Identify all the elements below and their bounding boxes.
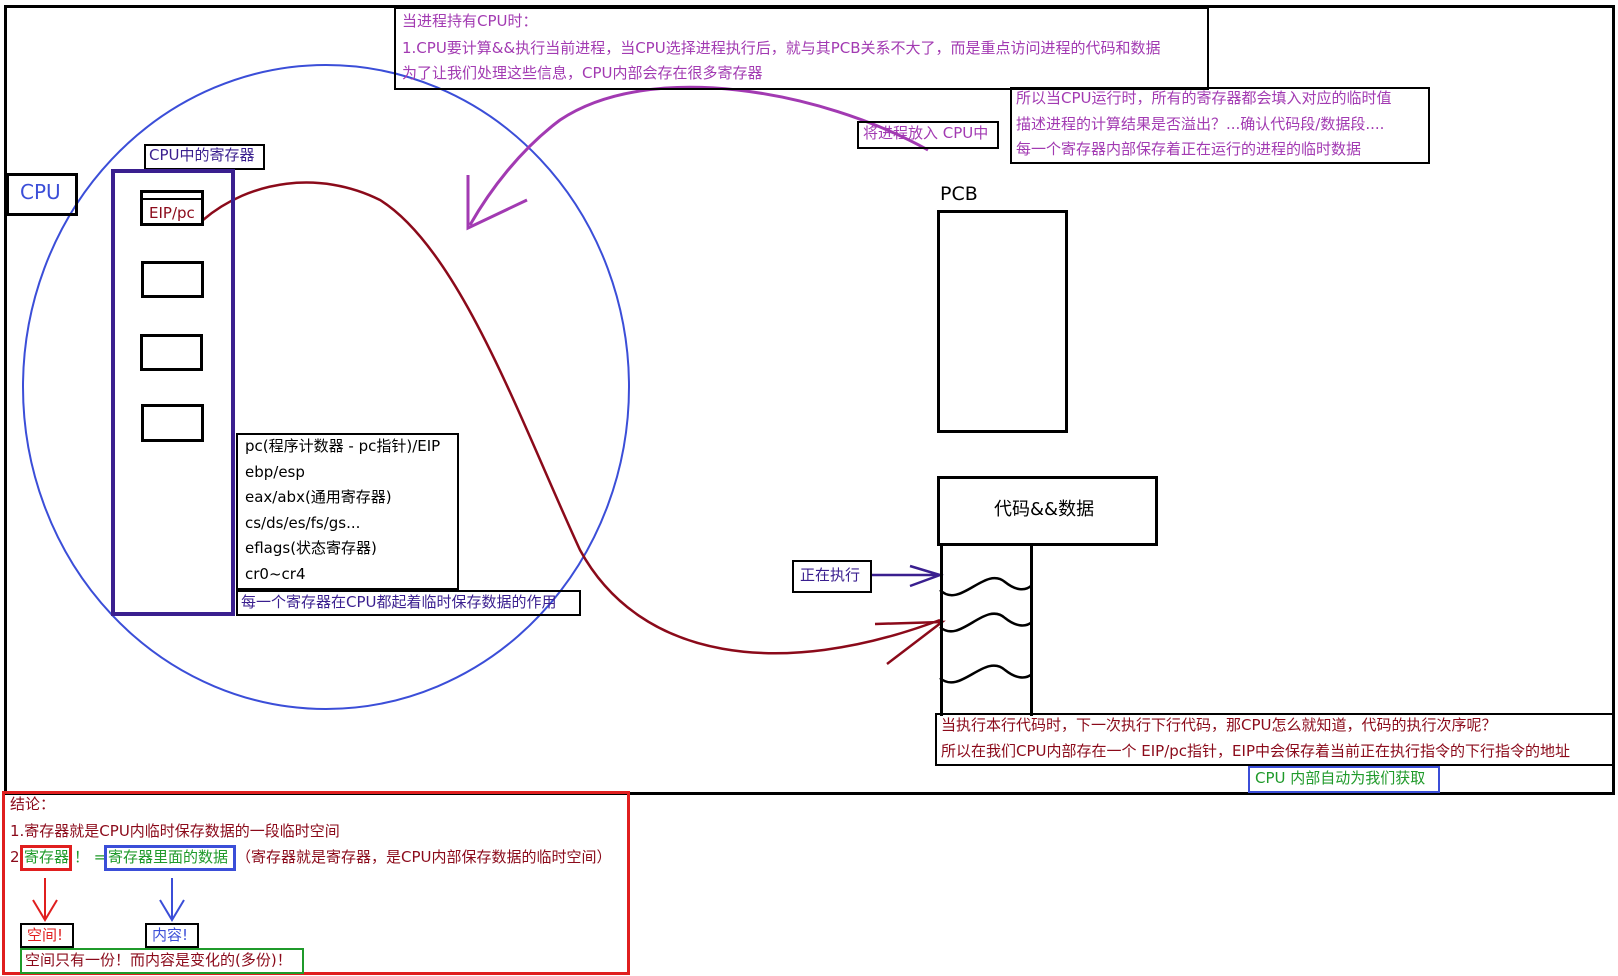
- auto-fetch-box: [1248, 766, 1440, 793]
- executing-label: 正在执行: [800, 566, 861, 584]
- cpu-registers-label: CPU中的寄存器: [149, 146, 255, 164]
- top-note-title: 当进程持有CPU时：: [402, 12, 538, 30]
- outer-frame: [4, 5, 1615, 795]
- cpu-label-box: [6, 173, 78, 216]
- space-label: 空间!: [27, 926, 64, 944]
- right-note-line2: 描述进程的计算结果是否溢出？...确认代码段/数据段....: [1016, 115, 1385, 133]
- eip-register-box: [140, 190, 204, 226]
- content-arrow: [159, 878, 185, 922]
- content-label-box: [145, 923, 199, 948]
- executing-arrow: [872, 564, 944, 588]
- code-data-label: 代码&&数据: [994, 499, 1095, 520]
- register-list-item-5: eflags(状态寄存器): [245, 539, 377, 557]
- register-list-item-1: pc(程序计数器 - pc指针)/EIP: [245, 437, 441, 455]
- register-list-item-6: cr0~cr4: [245, 565, 306, 583]
- code-line-2: [939, 612, 1033, 633]
- summary: 空间只有一份！而内容是变化的(多份)！: [25, 951, 292, 969]
- load-process-arrow: [468, 85, 929, 226]
- code-line-1: [939, 576, 1033, 597]
- space-label-box: [20, 923, 74, 948]
- right-note-box: [1010, 87, 1430, 164]
- code-column: [940, 546, 1033, 716]
- code-data-box: [937, 476, 1158, 546]
- put-label: 将进程放入 CPU中: [863, 124, 989, 142]
- eip-arrowhead: [874, 620, 946, 665]
- content-label: 内容!: [152, 926, 189, 944]
- conclusion-box: [2, 791, 630, 975]
- register-list-item-4: cs/ds/es/fs/gs...: [245, 514, 361, 532]
- pcb-box: [937, 210, 1068, 433]
- summary-box: [20, 948, 304, 974]
- bottom-right-note-line2: 所以在我们CPU内部存在一个 EIP/pc指针，EIP中会保存着当前正在执行指令…: [941, 742, 1570, 760]
- right-note-line3: 每一个寄存器内部保存着正在运行的进程的临时数据: [1016, 140, 1362, 158]
- register-list-item-3: eax/abx(通用寄存器): [245, 488, 392, 506]
- register-word-box: [20, 845, 72, 871]
- register-slot-3: [140, 334, 203, 371]
- cpu-label: CPU: [20, 180, 61, 204]
- register-word: 寄存器: [24, 848, 70, 866]
- put-label-box: [857, 121, 999, 149]
- register-list-item-2: ebp/esp: [245, 463, 305, 481]
- conclusion-line1: 1.寄存器就是CPU内临时保存数据的一段临时空间: [10, 822, 340, 840]
- conclusion-title: 结论：: [10, 795, 56, 813]
- load-process-arrowhead: [466, 175, 528, 231]
- top-note-box: [394, 7, 1209, 90]
- not-equal-sign: ！ =: [74, 848, 107, 866]
- register-list-box: [236, 433, 459, 590]
- space-arrow: [32, 878, 58, 922]
- cpu-circle: [22, 64, 630, 710]
- bottom-right-note-box: [935, 713, 1615, 766]
- pcb-label: PCB: [940, 183, 978, 205]
- register-role-box: [236, 590, 581, 616]
- top-note-line1: 1.CPU要计算&&执行当前进程，当CPU选择进程执行后，就与其PCB关系不大了…: [402, 39, 1161, 57]
- top-note-line2: 为了让我们处理这些信息，CPU内部会存在很多寄存器: [402, 64, 763, 82]
- register-role: 每一个寄存器在CPU都起着临时保存数据的作用: [241, 593, 557, 611]
- eip-register-top-line: [140, 198, 204, 200]
- executing-label-box: [792, 560, 872, 593]
- conclusion-line2-suffix: （寄存器就是寄存器，是CPU内部保存数据的临时空间）: [236, 848, 612, 866]
- register-slot-2: [141, 261, 204, 298]
- code-line-3: [939, 664, 1033, 684]
- eip-register-label: EIP/pc: [149, 204, 195, 222]
- register-content-box: [104, 845, 236, 871]
- bottom-right-note-line1: 当执行本行代码时，下一次执行下行代码，那CPU怎么就知道，代码的执行次序呢？: [941, 716, 1497, 734]
- auto-fetch: CPU 内部自动为我们获取: [1255, 769, 1426, 787]
- eip-to-code-curve: [202, 181, 941, 655]
- register-slot-4: [141, 404, 204, 442]
- right-note-line1: 所以当CPU运行时，所有的寄存器都会填入对应的临时值: [1016, 89, 1392, 107]
- register-column: [111, 169, 235, 616]
- register-content: 寄存器里面的数据: [108, 848, 229, 866]
